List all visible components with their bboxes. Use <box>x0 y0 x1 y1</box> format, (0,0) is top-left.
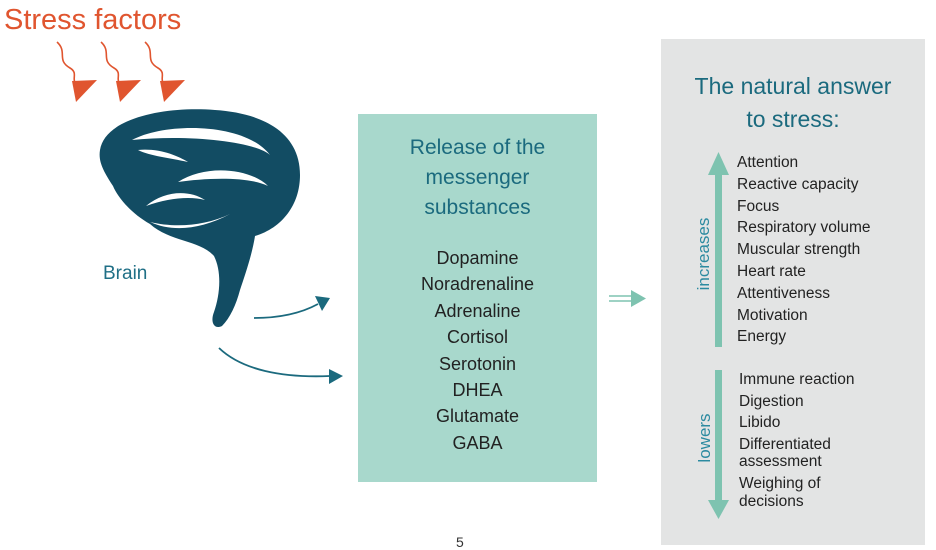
messenger-item: Noradrenaline <box>420 274 535 295</box>
curved-arrow-icon <box>218 347 331 378</box>
arrowhead-icon <box>315 296 330 311</box>
arrowhead-icon <box>72 80 97 102</box>
increase-item: Attentiveness <box>737 284 831 302</box>
increase-item: Motivation <box>737 306 808 324</box>
release-title-line: messenger <box>425 166 530 189</box>
increase-item: Attention <box>737 154 799 171</box>
page-number: 5 <box>456 534 464 550</box>
double-arrow-icon <box>609 290 646 307</box>
brain-icon <box>99 109 300 328</box>
lower-item: Digestion <box>739 392 804 410</box>
messenger-item: Serotonin <box>438 353 517 374</box>
increase-item: Reactive capacity <box>737 175 859 193</box>
increase-item: Heart rate <box>737 262 806 280</box>
lower-item: Immune reaction <box>739 371 855 388</box>
stress-arrowheads <box>72 80 185 102</box>
release-title-line: substances <box>424 196 531 219</box>
brain-label: Brain <box>103 263 148 284</box>
messenger-list: Dopamine Noradrenaline Adrenaline Cortis… <box>358 245 597 456</box>
messenger-item: GABA <box>452 432 503 453</box>
answer-box: The natural answer to stress: increases … <box>661 39 925 545</box>
lower-item: decisions <box>739 492 804 510</box>
arrowhead-icon <box>329 369 343 384</box>
messenger-item: DHEA <box>452 380 503 401</box>
lower-item: assessment <box>739 453 822 471</box>
release-title: Release of the messenger substances <box>358 133 597 223</box>
brain-arrows <box>218 296 343 384</box>
down-arrow-icon <box>708 370 729 519</box>
messenger-item: Cortisol <box>446 327 508 348</box>
messenger-item: Dopamine <box>436 248 519 268</box>
release-title-line: Release of the <box>409 136 546 159</box>
increases-label: increases <box>694 217 713 291</box>
increase-list: Attention Reactive capacity Focus Respir… <box>737 152 871 348</box>
increase-item: Focus <box>737 197 780 215</box>
arrowhead-icon <box>160 80 185 102</box>
increase-item: Muscular strength <box>737 241 861 259</box>
lower-list: Immune reaction Digestion Libido Differe… <box>739 371 854 510</box>
lower-item: Libido <box>739 414 781 432</box>
increase-item: Respiratory volume <box>737 219 871 237</box>
lowers-label: lowers <box>695 413 714 463</box>
answer-arrows <box>708 152 729 519</box>
answer-title-line: to stress: <box>746 106 840 132</box>
stress-factors-label: Stress factors <box>4 4 182 36</box>
lower-item: Differentiated <box>739 435 831 453</box>
messenger-item: Glutamate <box>435 406 520 427</box>
up-arrow-icon <box>708 152 729 347</box>
answer-title-line: The natural answer <box>694 73 892 99</box>
lower-item: Weighing of <box>739 474 821 492</box>
answer-title: The natural answer to stress: <box>661 70 925 136</box>
release-box: Release of the messenger substances Dopa… <box>358 114 597 482</box>
arrowhead-icon <box>116 80 141 102</box>
curved-arrow-icon <box>253 303 319 319</box>
increase-item: Energy <box>737 328 787 346</box>
messenger-item: Adrenaline <box>434 300 521 321</box>
